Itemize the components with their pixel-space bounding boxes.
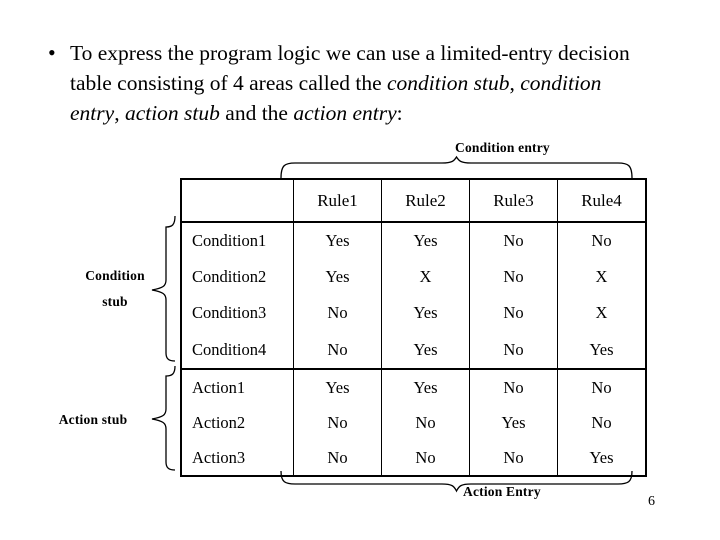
bullet-text-part1: To express the program logic we can use … xyxy=(70,41,630,95)
decision-table-body: Rule1 Rule2 Rule3 Rule4 Condition1 Yes Y… xyxy=(181,179,646,476)
cell-action2-rule2: No xyxy=(381,405,470,440)
bullet-text: To express the program logic we can use … xyxy=(70,38,648,128)
decision-table: Rule1 Rule2 Rule3 Rule4 Condition1 Yes Y… xyxy=(180,178,647,477)
cell-condition1-rule2: Yes xyxy=(381,222,470,259)
column-header-rule1: Rule1 xyxy=(293,179,382,223)
cell-action3-rule1: No xyxy=(293,440,382,476)
table-corner-header xyxy=(181,179,294,223)
condition-stub-label-line1: Condition xyxy=(85,268,145,283)
cell-condition2-rule4: X xyxy=(595,267,608,286)
table-header-row: Rule1 Rule2 Rule3 Rule4 xyxy=(181,179,646,223)
cell-action3-rule3: No xyxy=(469,440,558,476)
action-entry-brace-icon xyxy=(280,470,633,493)
bullet-sep3: and the xyxy=(219,101,294,125)
condition-entry-label: Condition entry xyxy=(455,140,550,155)
cell-condition2-rule2: X xyxy=(381,259,470,295)
cell-action1-rule1: Yes xyxy=(293,369,382,405)
table-row: Condition3 No Yes No X xyxy=(181,295,646,331)
bullet-sep1: , xyxy=(509,71,521,95)
table-row: Condition2 Yes X No X xyxy=(181,259,646,295)
row-label-action3: Action3 xyxy=(181,440,294,476)
table-row: Action1 Yes Yes No No xyxy=(181,369,646,405)
condition-stub-label: Condition stub xyxy=(76,263,154,315)
cell-action2-rule3: Yes xyxy=(469,405,558,440)
table-row: Condition1 Yes Yes No No xyxy=(181,222,646,259)
cell-action3-rule4: Yes xyxy=(589,447,614,467)
bullet-term-action-stub: action stub xyxy=(124,101,220,125)
table-row: Action2 No No Yes No xyxy=(181,405,646,440)
cell-action1-rule2: Yes xyxy=(381,369,470,405)
row-label-condition1: Condition1 xyxy=(181,222,294,259)
row-label-action2: Action2 xyxy=(181,405,294,440)
cell-condition4-rule2: Yes xyxy=(381,331,470,370)
cell-action1-rule3: No xyxy=(469,369,558,405)
cell-condition1-rule1: Yes xyxy=(293,222,382,259)
bullet-row: • To express the program logic we can us… xyxy=(48,38,648,128)
row-label-condition3: Condition3 xyxy=(181,295,294,331)
cell-action2-rule1: No xyxy=(293,405,382,440)
table-row: Action3 No No No Yes xyxy=(181,440,646,476)
bullet-paragraph: • To express the program logic we can us… xyxy=(48,38,648,128)
bullet-sep4: : xyxy=(396,101,403,125)
row-label-condition4: Condition4 xyxy=(181,331,294,370)
table-row: Condition4 No Yes No Yes xyxy=(181,331,646,370)
row-label-action1: Action1 xyxy=(181,369,294,405)
action-stub-brace-icon xyxy=(151,365,176,471)
column-header-rule3: Rule3 xyxy=(469,179,558,223)
page-number: 6 xyxy=(648,494,655,509)
cell-condition3-rule1: No xyxy=(293,295,382,331)
bullet-term-condition-entry: condition entry xyxy=(70,71,602,125)
bullet-term-action-entry: action entry xyxy=(293,101,397,125)
cell-condition4-rule1: No xyxy=(293,331,382,370)
action-entry-label: Action Entry xyxy=(463,484,541,499)
cell-action1-rule4: No xyxy=(591,377,612,397)
cell-condition4-rule4: Yes xyxy=(557,331,646,370)
cell-condition1-rule4: No xyxy=(591,231,612,250)
cell-condition3-rule3: No xyxy=(469,295,558,331)
condition-entry-brace-icon xyxy=(280,155,633,179)
condition-stub-brace-icon xyxy=(151,215,176,362)
bullet-sep2: , xyxy=(114,101,125,125)
cell-condition1-rule3: No xyxy=(469,222,558,259)
condition-stub-label-line2: stub xyxy=(102,294,128,309)
cell-action2-rule4: No xyxy=(591,412,612,432)
cell-condition4-rule3: No xyxy=(469,331,558,370)
action-stub-label: Action stub xyxy=(58,412,128,427)
cell-action3-rule2: No xyxy=(381,440,470,476)
cell-condition3-rule2: Yes xyxy=(381,295,470,331)
cell-condition2-rule3: No xyxy=(469,259,558,295)
column-header-rule4: Rule4 xyxy=(557,179,646,223)
bullet-marker-icon: • xyxy=(48,40,56,65)
bullet-term-condition-stub: condition stub xyxy=(387,71,510,95)
row-label-condition2: Condition2 xyxy=(181,259,294,295)
cell-condition2-rule1: Yes xyxy=(293,259,382,295)
column-header-rule2: Rule2 xyxy=(381,179,470,223)
cell-condition3-rule4: X xyxy=(595,303,608,322)
